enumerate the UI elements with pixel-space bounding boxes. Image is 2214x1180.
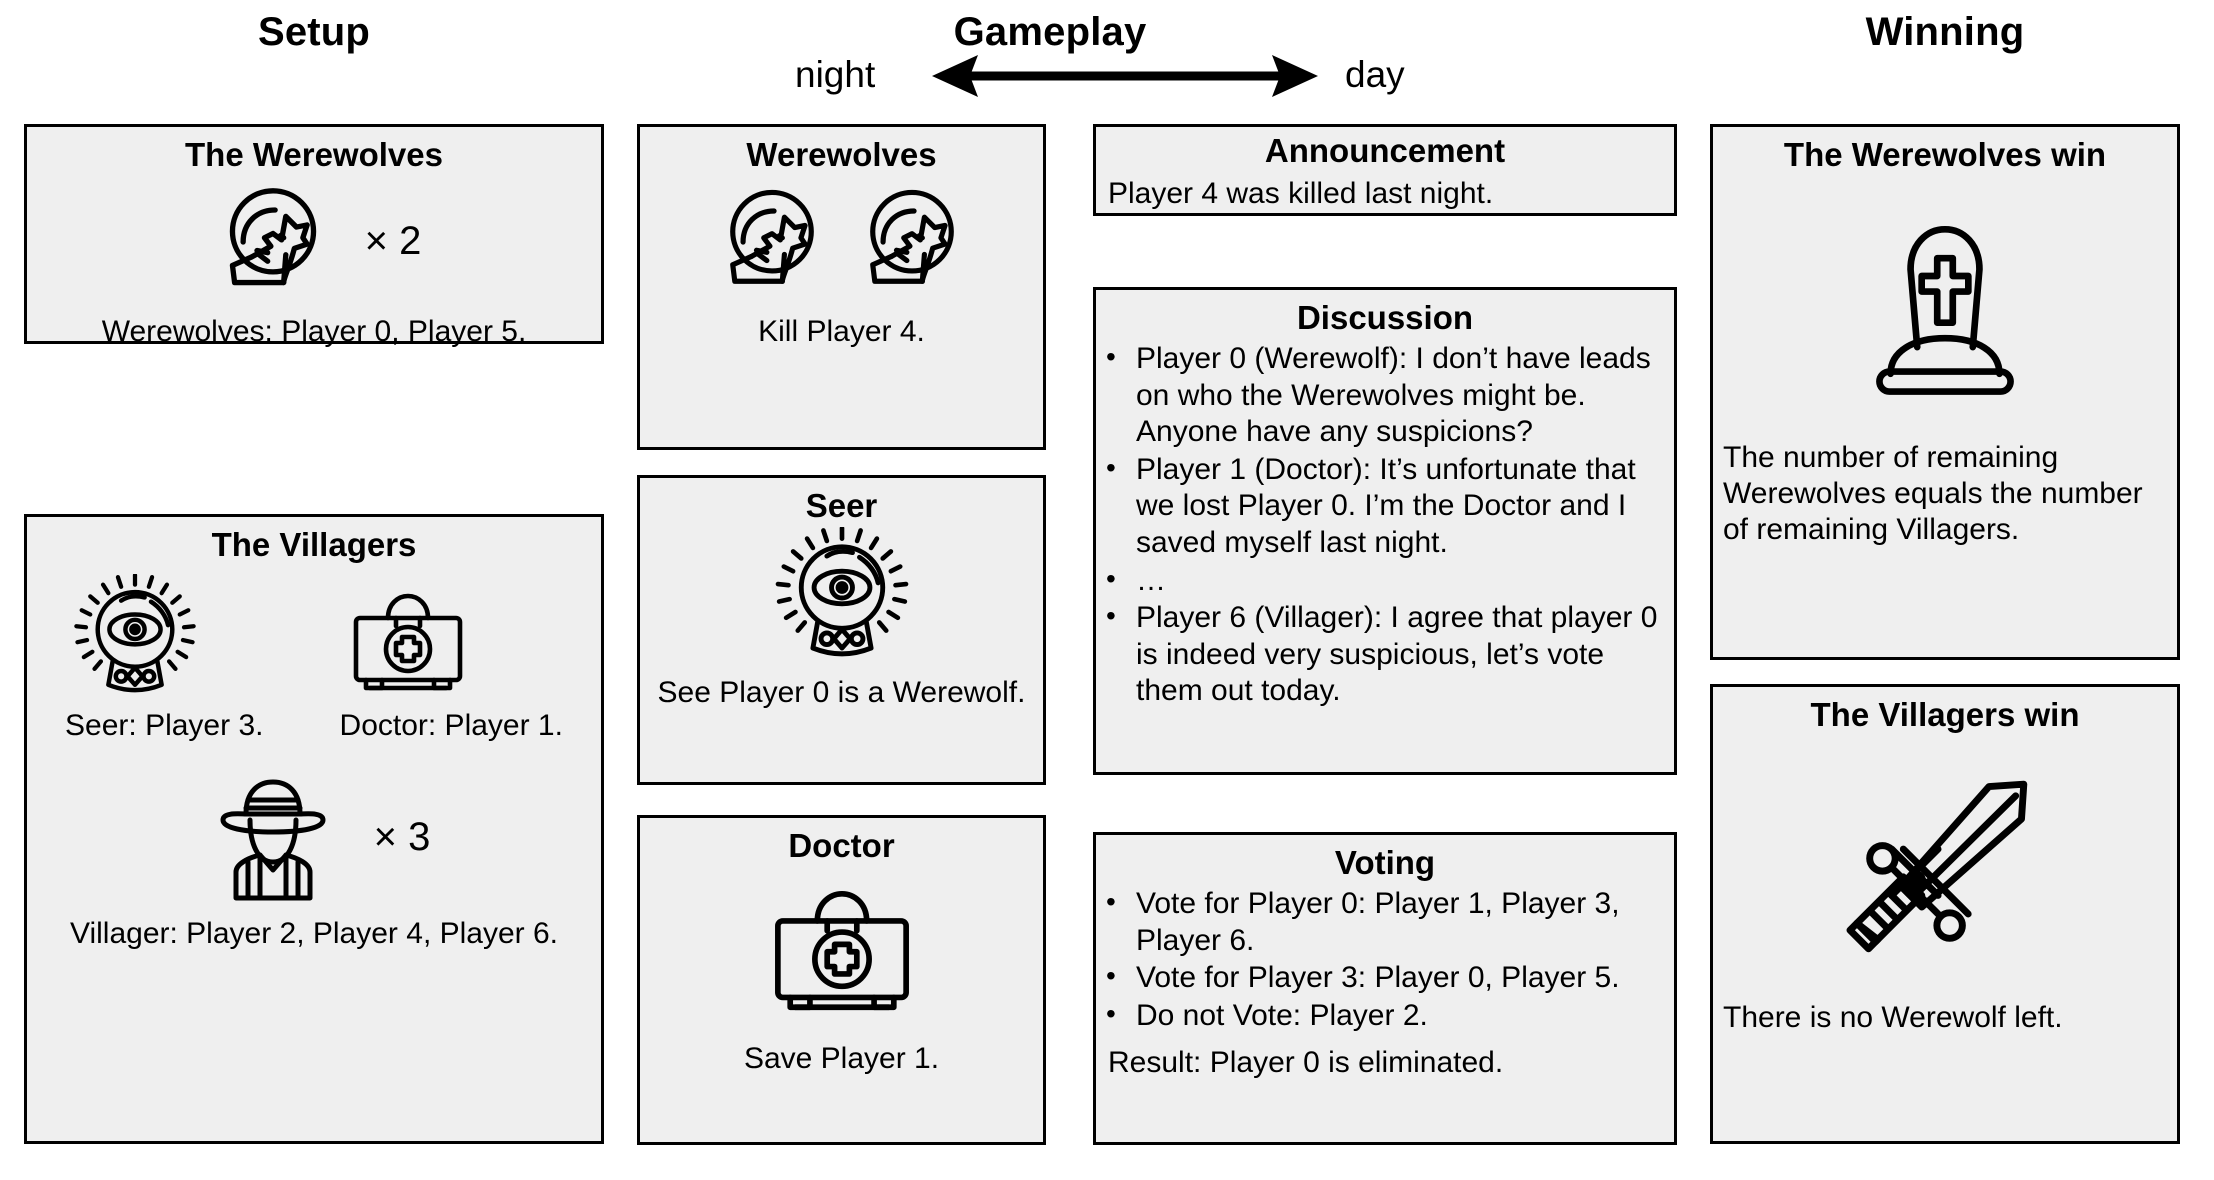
crystal-ball-eye-icon (766, 526, 918, 669)
medical-kit-icon (340, 584, 563, 704)
werewolves-win-caption: The number of remaining Werewolves equal… (1723, 440, 2143, 546)
list-item: Player 0 (Werewolf): I don’t have leads … (1106, 340, 1674, 451)
list-item: Vote for Player 3: Player 0, Player 5. (1106, 959, 1674, 997)
voting-title: Voting (1334, 844, 1436, 881)
setup-villager-multiplier: × 3 (373, 815, 431, 860)
night-seer-title: Seer (805, 487, 878, 524)
setup-villagers-title: The Villagers (211, 526, 417, 563)
howling-wolf-moon-icon (849, 180, 975, 304)
sword-icon (1840, 768, 2050, 958)
list-item: Player 6 (Villager): I agree that player… (1106, 599, 1674, 710)
gameplay-column-title: Gameplay (953, 10, 1147, 54)
setup-werewolves-title: The Werewolves (185, 136, 443, 173)
villagers-win-title: The Villagers win (1810, 696, 2080, 733)
setup-doctor-caption: Doctor: Player 1. (339, 708, 563, 742)
discussion-title: Discussion (1296, 299, 1474, 336)
setup-werewolves-card: The Werewolves × 2 Werewolves: Player 0,… (24, 124, 604, 348)
announcement-card: Announcement Player 4 was killed last ni… (1093, 124, 1677, 216)
villager-hat-person-icon (198, 770, 348, 906)
night-day-double-arrow-icon (930, 52, 1320, 100)
announcement-title: Announcement (1264, 132, 1506, 169)
voting-result: Result: Player 0 is eliminated. (1108, 1046, 1504, 1080)
howling-wolf-moon-icon (709, 180, 835, 304)
setup-werewolves-caption: Werewolves: Player 0, Player 5. (101, 314, 527, 348)
voting-card: Voting Vote for Player 0: Player 1, Play… (1093, 832, 1677, 1145)
list-item: Vote for Player 0: Player 1, Player 3, P… (1106, 885, 1674, 959)
medical-kit-icon (758, 879, 926, 1027)
list-item: Player 1 (Doctor): It’s unfortunate that… (1106, 451, 1674, 562)
night-doctor-caption: Save Player 1. (743, 1041, 940, 1075)
night-label: night (795, 54, 876, 95)
setup-villager-caption: Villager: Player 2, Player 4, Player 6. (69, 916, 558, 950)
night-werewolves-caption: Kill Player 4. (758, 314, 925, 348)
night-doctor-card: Doctor Save Player 1. (637, 815, 1046, 1145)
discussion-list: Player 0 (Werewolf): I don’t have leads … (1096, 340, 1674, 710)
voting-list: Vote for Player 0: Player 1, Player 3, P… (1096, 885, 1674, 1035)
discussion-card: Discussion Player 0 (Werewolf): I don’t … (1093, 287, 1677, 775)
day-label: day (1345, 54, 1405, 95)
tombstone-cross-icon (1861, 216, 2029, 396)
night-seer-caption: See Player 0 is a Werewolf. (657, 675, 1026, 709)
night-werewolves-title: Werewolves (746, 136, 937, 173)
winning-column-title: Winning (1865, 10, 2025, 54)
night-werewolves-card: Werewolves (637, 124, 1046, 450)
night-seer-card: Seer (637, 475, 1046, 785)
list-item: … (1106, 562, 1674, 600)
night-doctor-title: Doctor (788, 827, 895, 864)
villagers-win-caption: There is no Werewolf left. (1723, 1000, 2063, 1034)
villagers-win-card: The Villagers win There is no (1710, 684, 2180, 1144)
crystal-ball-eye-icon (65, 573, 263, 704)
werewolves-win-title: The Werewolves win (1783, 136, 2107, 173)
setup-villagers-card: The Villagers (24, 514, 604, 1144)
list-item: Do not Vote: Player 2. (1106, 997, 1674, 1035)
setup-seer-caption: Seer: Player 3. (65, 708, 264, 742)
setup-column-title: Setup (257, 10, 371, 54)
howling-wolf-moon-icon (207, 178, 339, 306)
announcement-caption: Player 4 was killed last night. (1108, 176, 1494, 210)
werewolves-win-card: The Werewolves win The number of remaini… (1710, 124, 2180, 660)
setup-werewolves-multiplier: × 2 (364, 219, 422, 264)
